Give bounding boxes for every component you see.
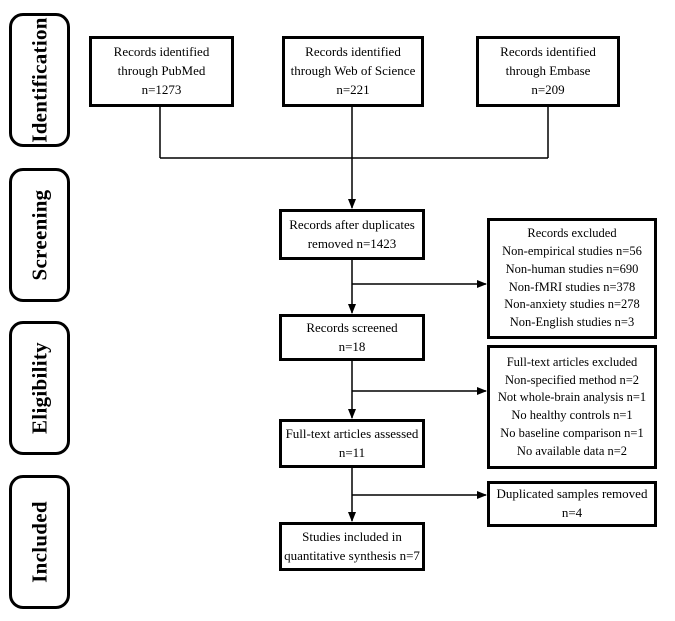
box-records-screened: Records screened n=18 [279,314,425,361]
box-fulltext-assessed-line-2: n=11 [338,444,366,460]
box-pubmed: Records identified through PubMed n=1273 [89,36,234,107]
box-wos-line-2: through Web of Science [290,63,416,79]
records-excluded-heading: Records excluded [527,226,617,241]
box-pubmed-line-3: n=1273 [141,81,182,97]
records-excluded-item: Non-human studies n=690 [505,261,639,276]
box-records-excluded: Records excluded Non-empirical studies n… [487,218,657,339]
box-web-of-science: Records identified through Web of Scienc… [282,36,424,107]
fulltext-excluded-item: Non-specified method n=2 [504,372,640,387]
fulltext-excluded-item: Not whole-brain analysis n=1 [497,390,647,405]
box-fulltext-excluded: Full-text articles excluded Non-specifie… [487,345,657,469]
box-included-synthesis-line-2: quantitative synthesis n=7 [284,547,420,563]
box-after-duplicates: Records after duplicates removed n=1423 [279,209,425,260]
box-wos-line-1: Records identified [305,44,401,60]
box-fulltext-assessed-line-1: Full-text articles assessed [285,425,419,441]
stage-included: Included [9,475,70,609]
stage-screening: Screening [9,168,70,302]
stage-eligibility-label: Eligibility [27,342,51,434]
fulltext-excluded-item: No baseline comparison n=1 [500,425,644,440]
box-after-duplicates-line-1: Records after duplicates [289,216,415,232]
box-included-synthesis: Studies included in quantitative synthes… [279,522,425,571]
box-pubmed-line-2: through PubMed [117,63,206,79]
box-duplicated-samples-line-2: n=4 [561,505,583,520]
box-fulltext-assessed: Full-text articles assessed n=11 [279,419,425,468]
fulltext-excluded-heading: Full-text articles excluded [506,354,638,369]
records-excluded-item: Non-English studies n=3 [509,315,635,329]
records-excluded-item: Non-anxiety studies n=278 [504,297,640,312]
box-duplicated-samples: Duplicated samples removed n=4 [487,481,657,527]
stage-screening-label: Screening [27,189,51,281]
box-pubmed-line-1: Records identified [113,44,210,60]
box-embase-line-2: through Embase [505,63,591,79]
box-after-duplicates-line-2: removed n=1423 [307,235,397,251]
stage-included-label: Included [27,501,51,583]
box-embase-line-3: n=209 [531,81,565,97]
box-duplicated-samples-line-1: Duplicated samples removed [496,486,648,502]
box-included-synthesis-line-1: Studies included in [302,528,402,544]
box-records-screened-line-1: Records screened [306,319,398,335]
records-excluded-item: Non-fMRI studies n=378 [508,279,636,294]
box-wos-line-3: n=221 [336,81,370,97]
stage-identification: Identification [9,13,70,147]
stage-eligibility: Eligibility [9,321,70,455]
records-excluded-item: Non-empirical studies n=56 [502,244,642,258]
box-embase-line-1: Records identified [500,44,596,60]
box-records-screened-line-2: n=18 [338,338,366,354]
fulltext-excluded-item: No healthy controls n=1 [511,408,633,422]
stage-identification-label: Identification [27,17,51,143]
fulltext-excluded-item: No available data n=2 [516,443,628,458]
box-embase: Records identified through Embase n=209 [476,36,620,107]
